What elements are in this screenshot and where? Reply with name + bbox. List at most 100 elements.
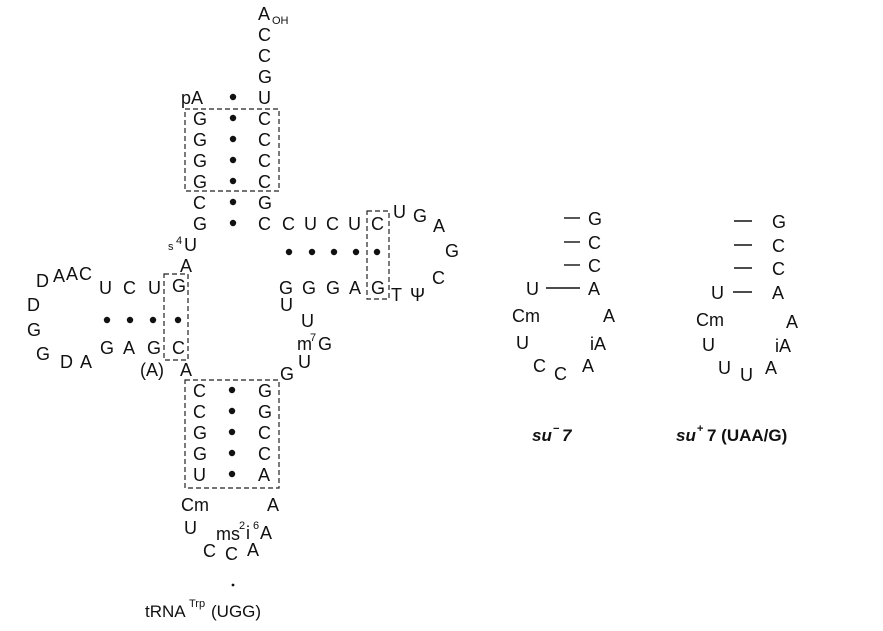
pair-dot (174, 316, 182, 324)
pair-dot (308, 248, 316, 256)
su-plus-loop-u2: U (718, 358, 731, 378)
t-loop-t: T (391, 285, 402, 305)
d-loop-g2: G (36, 344, 50, 364)
t-stem-top-c1: C (258, 214, 271, 234)
anticodon-stem-right-c2: C (258, 444, 271, 464)
pair-dot (231, 583, 235, 587)
d-loop-a: A (80, 352, 92, 372)
t-stem-top-c4: C (371, 214, 384, 234)
su-minus-loop-u: U (516, 333, 529, 353)
acceptor-3prime-c2: C (258, 46, 271, 66)
anticodon-dashed-box (184, 379, 280, 489)
pair-dot (285, 248, 293, 256)
acceptor-3prime-c4: C (258, 130, 271, 150)
ms-sup: 2 (239, 520, 245, 532)
acceptor-5prime-pa: pA (181, 88, 203, 108)
trna-title-sup: Trp (189, 598, 205, 610)
acceptor-3prime-g2: G (258, 193, 272, 213)
anticodon-stem-left-g2: G (193, 444, 207, 464)
su-plus-caption-italic: su (676, 426, 696, 445)
acceptor-3prime-c5: C (258, 151, 271, 171)
s4u-base: U (184, 235, 197, 255)
anticodon-stem-left-c2: C (193, 402, 206, 422)
anticodon-stem-right-g2: G (258, 402, 272, 422)
anticodon-loop-c1: C (203, 541, 216, 561)
t-loop-c: C (432, 268, 445, 288)
m7g-base: G (318, 334, 332, 354)
anticodon-loop-cm: Cm (181, 495, 209, 515)
acceptor-5prime-g5: G (193, 214, 207, 234)
su-minus-loop-cm: Cm (512, 306, 540, 326)
m7g-sup: 7 (310, 332, 316, 344)
anticodon-stem-left-u: U (193, 465, 206, 485)
t-stem-bottom-g1: G (279, 278, 293, 298)
su-plus-loop-u1: U (702, 335, 715, 355)
junction-a: A (180, 360, 192, 380)
trna-title: tRNA Trp (UGG) (145, 598, 261, 621)
pair-dot (229, 219, 237, 227)
pair-dot (229, 156, 237, 164)
su-minus-stem-a: A (588, 279, 600, 299)
pair-dot (228, 470, 236, 478)
pair-dot (229, 114, 237, 122)
su-minus-loop-c1: C (533, 356, 546, 376)
trna-title-suffix: (UGG) (211, 602, 261, 621)
pair-dot (229, 177, 237, 185)
t-stem-top-c2: C (282, 214, 295, 234)
acceptor-5prime-g3: G (193, 151, 207, 171)
trna-title-main: tRNA (145, 602, 186, 621)
d-stem-top-c2: C (79, 264, 92, 284)
anticodon-loop-a: A (247, 540, 259, 560)
pair-dot (126, 316, 134, 324)
su-plus-loop-ia: iA (775, 336, 791, 356)
su-plus-loop-u3: U (740, 365, 753, 385)
d-loop-g1: G (27, 320, 41, 340)
su-plus-u: U (711, 283, 724, 303)
d-loop-d3: D (60, 352, 73, 372)
pair-dot (228, 407, 236, 415)
su-plus-stem-a: A (772, 283, 784, 303)
d-stem-top-a2: A (53, 266, 65, 286)
su-minus-stem-c1: C (588, 233, 601, 253)
su-minus-caption-sup: − (553, 423, 559, 435)
su-plus-stem-c2: C (772, 259, 785, 279)
anticodon-stem-left-g1: G (193, 423, 207, 443)
pair-dot (229, 93, 237, 101)
d-arm-dashed-box (163, 273, 189, 361)
variable-u1: U (280, 295, 293, 315)
panel-su-plus-7: G C C A U Cm U U U A iA A su + 7 (UAA/G) (676, 212, 798, 445)
panel-su-minus-7: G C C A U Cm U C C A iA A su − 7 (512, 209, 615, 445)
anticodon-loop-a-top: A (267, 495, 279, 515)
ms-prefix: ms (216, 524, 240, 544)
t-stem-bottom-g4: G (371, 278, 385, 298)
anticodon-stem-left-c1: C (193, 381, 206, 401)
acceptor-3prime-g: G (258, 67, 272, 87)
acceptor-3prime-a: A (258, 4, 270, 24)
t-loop-psi: Ψ (410, 285, 425, 305)
s4u-region: s 4 U A (168, 235, 197, 276)
ms-i: i (246, 523, 250, 543)
anticodon-stem-right-c1: C (258, 423, 271, 443)
d-stem-bottom-g2: G (147, 338, 161, 358)
su-minus-stem-c2: C (588, 256, 601, 276)
su-plus-loop-a1: A (786, 312, 798, 332)
d-stem-top-g-right: G (172, 276, 186, 296)
acceptor-stem: A OH C C G U C C C C G pA G G G G C G (181, 4, 289, 234)
su-minus-caption-italic: su (532, 426, 552, 445)
t-stem-bottom-g2: G (302, 278, 316, 298)
pair-dot (228, 449, 236, 457)
pair-dot (229, 198, 237, 206)
d-stem-bottom-g1: G (100, 338, 114, 358)
variable-loop: G U U m 7 G U (280, 295, 332, 384)
d-loop-d2: D (27, 295, 40, 315)
acceptor-3prime-c3: C (258, 109, 271, 129)
pair-dot (373, 248, 381, 256)
anticodon-stem-right-g1: G (258, 381, 272, 401)
d-stem-bottom-c: C (172, 338, 185, 358)
variable-u2: U (301, 311, 314, 331)
pair-dot (149, 316, 157, 324)
m7g-prefix: m (297, 334, 312, 354)
su-plus-stem-c1: C (772, 236, 785, 256)
su-minus-caption-rest: 7 (562, 426, 573, 445)
d-stem-top-c1: C (123, 278, 136, 298)
